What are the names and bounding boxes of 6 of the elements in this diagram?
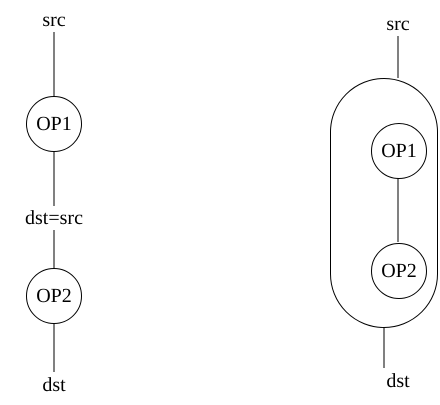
node-label: src	[34, 8, 74, 32]
group-outline	[330, 78, 438, 328]
node-label: dst=src	[14, 206, 94, 230]
node-label: dst	[34, 372, 74, 398]
node-label: src	[378, 12, 418, 36]
node-label: dst	[378, 368, 418, 394]
